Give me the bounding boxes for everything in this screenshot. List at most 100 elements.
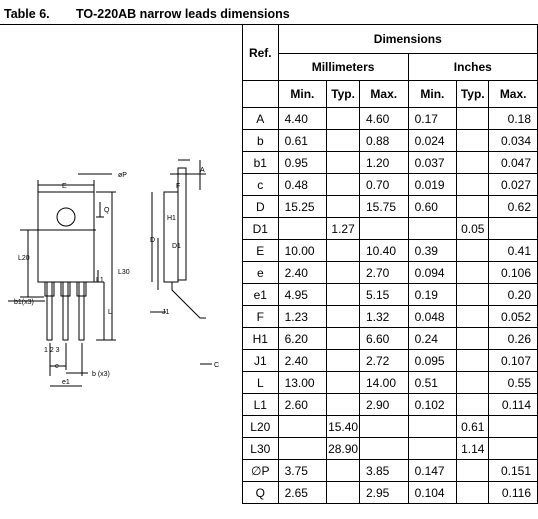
in-max-cell: 0.047 [488,151,538,174]
header-row-dimensions: Ref. Dimensions [242,24,538,81]
mm-max-cell: 0.70 [358,173,409,196]
in-min-cell: 0.60 [407,195,458,218]
in-max-cell [488,217,538,240]
ref-cell: L20 [242,415,279,438]
ref-cell: L1 [242,393,279,416]
mm-max-cell [358,217,409,240]
mm-max-cell: 2.95 [358,481,409,504]
mm-max-cell: 6.60 [358,327,409,350]
label-b1: b1(x3) [14,299,34,306]
in-min-cell: 0.104 [407,481,458,504]
in-max-cell: 0.41 [488,239,538,262]
ref-cell: L30 [242,437,279,460]
label-e1: e1 [62,379,70,386]
mm-typ-cell [326,305,360,328]
in-min-cell: 0.19 [407,283,458,306]
in-typ-cell: 0.61 [456,415,490,438]
mm-min-cell [277,217,328,240]
dimensions-header: Dimensions [277,24,538,54]
label-A: A [200,167,205,174]
mm-typ-cell [326,349,360,372]
mm-typ-cell: 1.27 [326,217,360,240]
label-L20: L20 [18,255,30,262]
in-max-cell: 0.052 [488,305,538,328]
in-min-cell: 0.102 [407,393,458,416]
in-min-cell: 0.39 [407,239,458,262]
mm-typ-cell: 15.40 [326,415,360,438]
header-row-units: Millimeters Inches [243,53,538,81]
label-e: e [55,363,59,370]
millimeters-header: Millimeters [277,53,409,81]
in-min-cell: 0.24 [407,327,458,350]
mm-typ-cell [326,327,360,350]
mm-max-cell: 4.60 [358,107,409,130]
side-tab [177,167,187,281]
mm-min-cell: 13.00 [277,371,328,394]
mm-max-cell [358,415,409,438]
mm-max-cell: 2.72 [358,349,409,372]
in-typ-cell [456,195,490,218]
in-typ-header: Typ. [456,80,490,108]
in-max-header: Max. [488,80,538,108]
label-Q: Q [104,207,110,214]
table-title: TO-220AB narrow leads dimensions [76,7,290,21]
package-outline-drawing: øP E Q F A H1 D D1 L20 L30 L1 L b1(x3) J… [8,159,219,387]
mounting-hole [56,207,76,227]
mm-max-cell: 14.00 [358,371,409,394]
in-max-cell: 0.107 [488,349,538,372]
mm-max-cell: 0.88 [358,129,409,152]
in-typ-cell [456,305,490,328]
ref-cell: b [242,129,279,152]
mm-min-cell: 2.40 [277,261,328,284]
mm-max-header: Max. [358,80,409,108]
side-lead [171,282,206,319]
mm-min-cell: 15.25 [277,195,328,218]
mm-min-cell: 10.00 [277,239,328,262]
in-min-cell: 0.147 [407,459,458,482]
mm-min-cell: 2.65 [277,481,328,504]
in-min-cell: 0.094 [407,261,458,284]
in-max-cell: 0.26 [488,327,538,350]
ref-cell: L [242,371,279,394]
in-typ-cell [456,349,490,372]
mm-min-header: Min. [277,80,328,108]
label-E: E [62,183,67,190]
ref-cell: E [242,239,279,262]
mm-typ-cell [326,283,360,306]
ref-cell: H1 [242,327,279,350]
mm-typ-cell [326,393,360,416]
ref-cell: ∅P [242,459,279,482]
label-C: C [214,362,219,369]
in-min-cell: 0.048 [407,305,458,328]
in-min-cell: 0.17 [407,107,458,130]
mm-min-cell: 4.95 [277,283,328,306]
table-caption: Table 6.TO-220AB narrow leads dimensions [4,7,290,21]
ref-cell: D [242,195,279,218]
mm-min-cell [277,415,328,438]
ref-cell: e [242,261,279,284]
side-body [163,191,179,283]
in-typ-cell [456,283,490,306]
body-outline [37,229,95,283]
in-typ-cell: 1.14 [456,437,490,460]
label-L30: L30 [118,269,130,276]
mm-max-cell: 10.40 [358,239,409,262]
mm-min-cell: 0.95 [277,151,328,174]
in-min-cell [407,437,458,460]
mm-typ-cell [326,129,360,152]
ref-cell: J1 [242,349,279,372]
ref-cell: c [242,173,279,196]
mm-max-cell: 15.75 [358,195,409,218]
in-typ-cell [456,107,490,130]
mm-min-cell: 2.60 [277,393,328,416]
mm-typ-cell [326,481,360,504]
in-typ-cell [456,481,490,504]
mm-max-cell: 2.90 [358,393,409,416]
mm-min-cell: 1.23 [277,305,328,328]
